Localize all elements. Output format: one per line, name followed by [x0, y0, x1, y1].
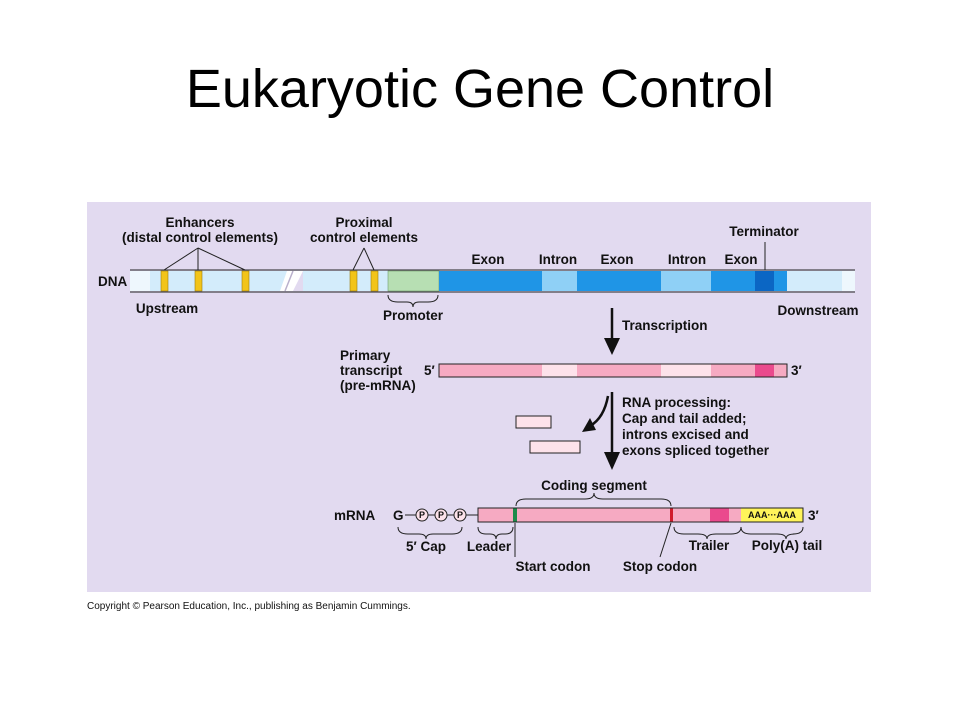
- primary-label-line1: Primary: [340, 348, 391, 363]
- mrna-three-prime: 3′: [808, 508, 819, 523]
- exon-region: [577, 271, 661, 291]
- phosphate-icon: [415, 508, 429, 522]
- terminator-region: [755, 271, 774, 291]
- start-codon-mark: [513, 508, 517, 522]
- enhancers-label: Enhancers: [165, 215, 234, 230]
- primary-label-line2: transcript: [340, 363, 403, 378]
- intron-region: [542, 271, 577, 291]
- enhancer-element: [241, 270, 250, 292]
- mrna-g-label: G: [393, 508, 404, 523]
- polya-sequence: AAA···AAA: [748, 510, 796, 520]
- enhancer-element: [194, 270, 203, 292]
- processing-line3: exons spliced together: [622, 443, 770, 458]
- coding-segment-brace: [515, 492, 672, 507]
- phosphate-chain: P P P: [405, 508, 478, 522]
- polya-tail-segment: [741, 508, 803, 522]
- copyright-text: Copyright © Pearson Education, Inc., pub…: [87, 601, 411, 612]
- enhancer-element: [160, 270, 169, 292]
- proximal-label: Proximal: [335, 215, 392, 230]
- coding-segment-label: Coding segment: [541, 478, 647, 493]
- dna-label: DNA: [98, 274, 127, 289]
- enhancers-sub-label: (distal control elements): [122, 230, 278, 245]
- downstream-label: Downstream: [777, 303, 858, 318]
- polya-tail-label: Poly(A) tail: [752, 538, 823, 553]
- start-codon-label: Start codon: [515, 559, 590, 574]
- processing-arrow: [604, 392, 620, 470]
- phosphate-icon: [453, 508, 467, 522]
- transcription-label: Transcription: [622, 318, 708, 333]
- exon-label: Exon: [724, 252, 757, 267]
- proximal-element: [370, 270, 379, 292]
- phosphate-label: P: [457, 510, 463, 520]
- excision-arrow: [582, 395, 610, 432]
- cap-label: 5′ Cap: [406, 539, 446, 554]
- primary-three-prime: 3′: [791, 363, 802, 378]
- primary-label-line3: (pre-mRNA): [340, 378, 416, 393]
- slide-title: Eukaryotic Gene Control: [185, 59, 775, 119]
- proximal-element: [349, 270, 358, 292]
- exon-region: [711, 271, 755, 291]
- terminator-label: Terminator: [729, 224, 799, 239]
- phosphate-label: P: [438, 510, 444, 520]
- exon-label: Exon: [600, 252, 633, 267]
- diagram-panel: [87, 202, 871, 592]
- intron-region: [661, 271, 711, 291]
- leader-label: Leader: [467, 539, 512, 554]
- mrna-braces: [397, 522, 804, 558]
- upstream-label: Upstream: [136, 301, 198, 316]
- control-element-connectors: [163, 242, 766, 271]
- processing-title: RNA processing:: [622, 395, 731, 410]
- mature-mrna: [477, 507, 804, 523]
- transcription-arrow: [604, 308, 620, 355]
- dna-strand: [130, 269, 855, 293]
- excised-intron: [529, 440, 581, 454]
- phosphate-label: P: [419, 510, 425, 520]
- intron-label: Intron: [668, 252, 706, 267]
- mrna-label: mRNA: [334, 508, 376, 523]
- intron-label: Intron: [539, 252, 577, 267]
- processing-line2: introns excised and: [622, 427, 749, 442]
- stop-codon-label: Stop codon: [623, 559, 697, 574]
- proximal-sub-label: control elements: [310, 230, 418, 245]
- stop-codon-mark: [670, 508, 673, 522]
- trailer-label: Trailer: [689, 538, 730, 553]
- phosphate-icon: [434, 508, 448, 522]
- promoter-label: Promoter: [383, 308, 444, 323]
- promoter-brace: [387, 294, 439, 308]
- excised-intron: [515, 415, 552, 429]
- exon-label: Exon: [471, 252, 504, 267]
- primary-transcript: [438, 363, 788, 378]
- promoter-region: [387, 270, 440, 292]
- exon-region: [439, 271, 542, 291]
- primary-five-prime: 5′: [424, 363, 435, 378]
- processing-line1: Cap and tail added;: [622, 411, 747, 426]
